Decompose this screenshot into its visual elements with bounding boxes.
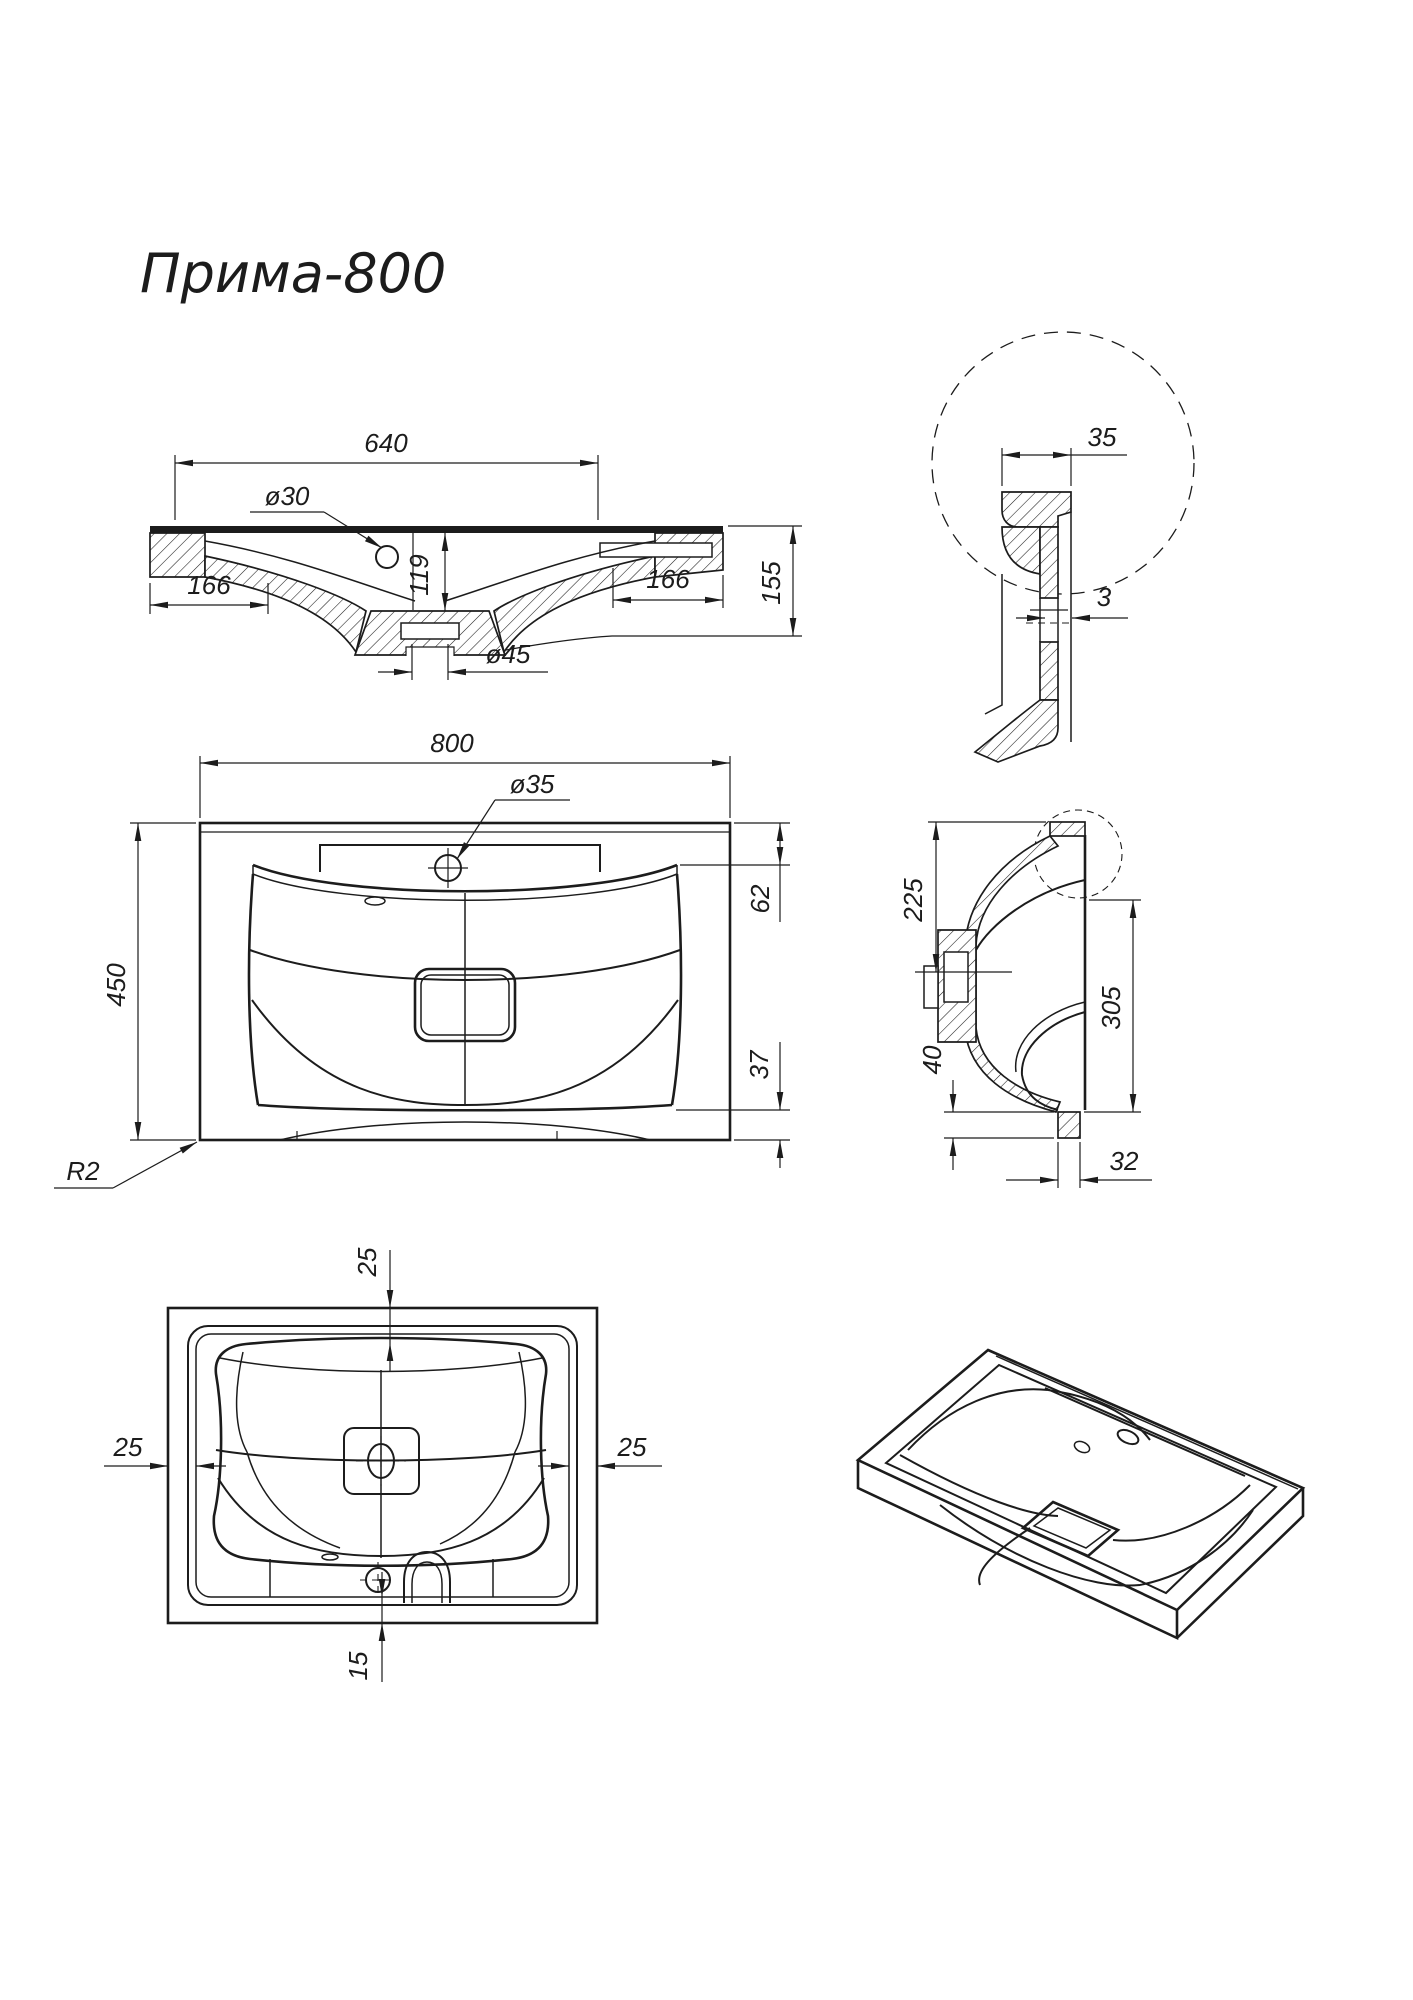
- dim-3-label: 3: [1097, 582, 1112, 612]
- overflow-hole-iso: [1073, 1440, 1091, 1454]
- dim-d35-label: ø35: [510, 769, 555, 799]
- dim-640-label: 640: [364, 428, 408, 458]
- dim-166-right-label: 166: [646, 564, 690, 594]
- dim-35-label: 35: [1088, 422, 1117, 452]
- dim-225-label: 225: [898, 878, 928, 923]
- dim-top-inset: 25: [352, 1247, 394, 1372]
- dim-155-label: 155: [756, 561, 786, 605]
- drawing-title: Прима-800: [140, 242, 446, 305]
- dim-right-flat: 166: [612, 564, 724, 608]
- dim-corner-radius: R2: [54, 1141, 198, 1189]
- dim-faucet-hole-30: ø30: [250, 481, 383, 549]
- dim-total-width: 800: [199, 728, 731, 818]
- dim-62-label: 62: [745, 884, 775, 913]
- dim-back-to-drain: 225: [898, 821, 1046, 972]
- bottom-view: 25 25 25 15: [104, 1247, 662, 1682]
- dim-front-lip: 32: [1006, 1142, 1152, 1188]
- faucet-hole-iso: [1116, 1428, 1140, 1446]
- dim-305-label: 305: [1096, 986, 1126, 1030]
- dim-bottom-step: 40: [917, 1045, 1054, 1170]
- dim-front-offset: 37: [676, 1042, 790, 1168]
- dim-left-flat: 166: [149, 570, 269, 614]
- dim-119-label: 119: [404, 554, 434, 595]
- dim-drain-hole-45: ø45: [378, 639, 548, 680]
- dim-drain-span: 305: [1084, 899, 1141, 1113]
- dim-40-label: 40: [917, 1045, 947, 1074]
- dim-15-label: 15: [343, 1651, 373, 1680]
- side-section-linework: [915, 809, 1123, 1139]
- dim-37-label: 37: [744, 1049, 774, 1079]
- dim-faucet-hole-35: ø35: [456, 769, 570, 860]
- dim-back-offset: 62: [680, 822, 790, 922]
- isometric-linework: [855, 1348, 1306, 1641]
- dim-basin-width: 640: [174, 428, 599, 520]
- dim-d45-label: ø45: [486, 639, 531, 669]
- front-section-linework: [149, 526, 802, 656]
- dim-25-right-label: 25: [617, 1432, 647, 1462]
- rim-detail-linework: [973, 491, 1072, 763]
- dim-800-label: 800: [430, 728, 474, 758]
- plan-linework: [198, 821, 732, 1142]
- dim-rim-width: 35: [1001, 422, 1127, 486]
- side-section-view: 225 305 40 32: [898, 809, 1152, 1188]
- dim-bottom-inset: 15: [343, 1572, 386, 1682]
- dim-right-inset: 25: [538, 1432, 662, 1470]
- dim-wall-gap: 3: [1016, 582, 1128, 622]
- dim-total-depth: 450: [101, 822, 196, 1141]
- dim-32-label: 32: [1110, 1146, 1139, 1176]
- rim-detail-view: 35 3: [931, 331, 1195, 763]
- detail-boundary-circle: [931, 331, 1195, 595]
- front-section-view: 640 ø30 119 166 166 ø45: [149, 428, 802, 680]
- isometric-view: [855, 1348, 1306, 1641]
- dim-d30-label: ø30: [265, 481, 310, 511]
- plan-view: 800 450 ø35 62 37: [54, 728, 790, 1189]
- dim-bowl-depth: 119: [404, 533, 449, 611]
- dim-166-left-label: 166: [187, 570, 231, 600]
- dim-450-label: 450: [101, 963, 131, 1007]
- dim-r2-label: R2: [66, 1156, 100, 1186]
- dim-left-inset: 25: [104, 1432, 226, 1470]
- dim-25-top-label: 25: [352, 1247, 382, 1277]
- dim-total-height: 155: [728, 525, 802, 636]
- dim-25-left-label: 25: [113, 1432, 143, 1462]
